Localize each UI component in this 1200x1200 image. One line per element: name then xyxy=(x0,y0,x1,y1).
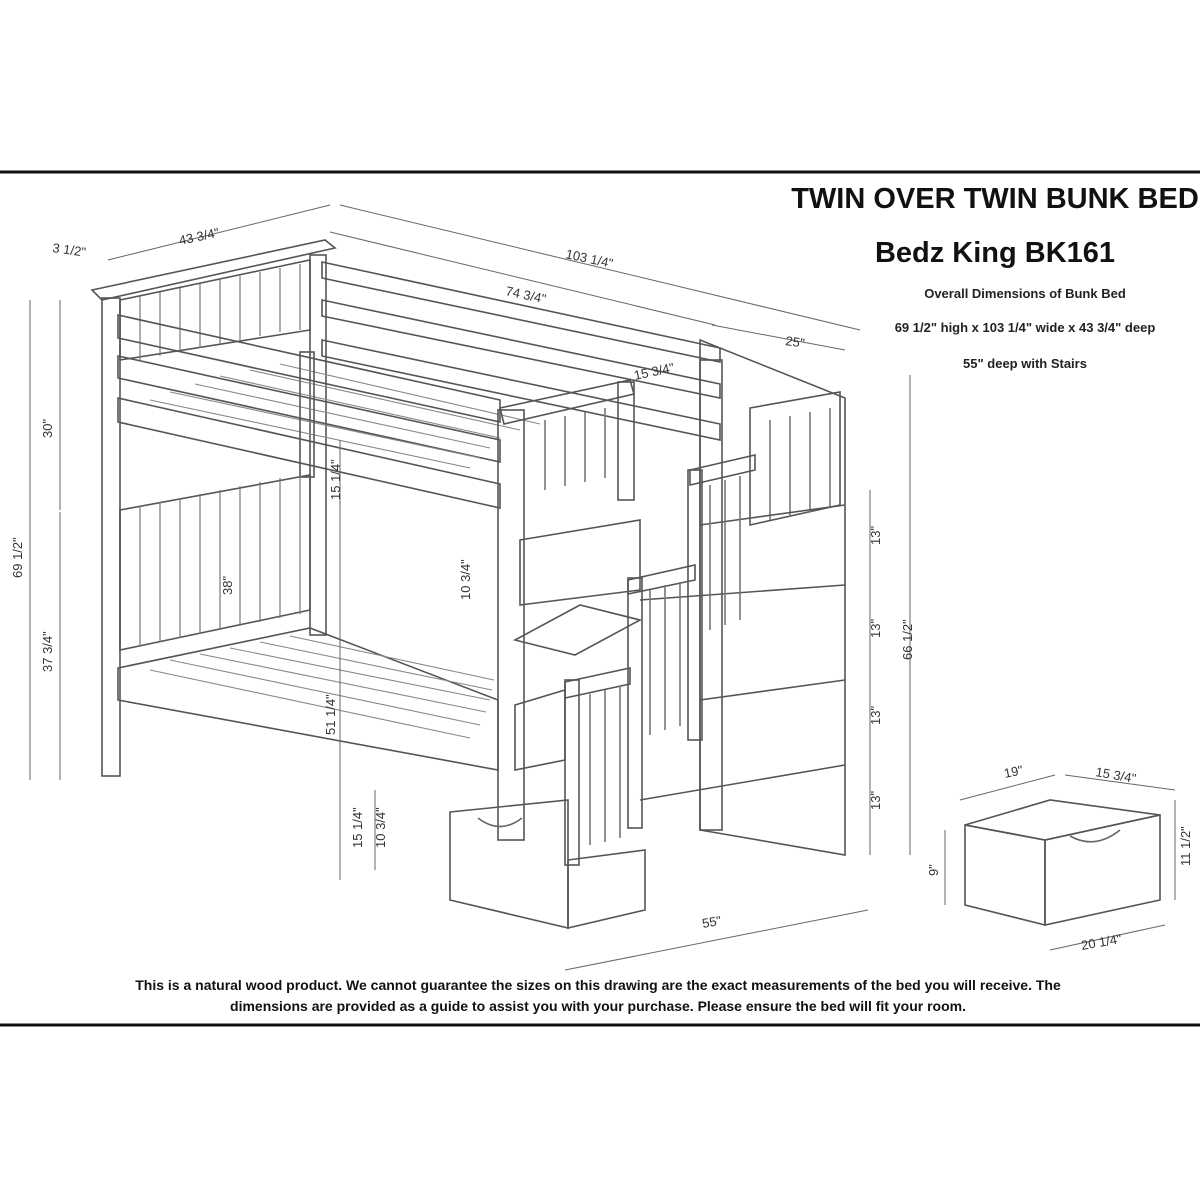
dim-upper-clear: 30" xyxy=(40,419,55,438)
bunk-bed-illustration xyxy=(90,239,846,930)
dim-rail-height-lower: 15 1/4" xyxy=(350,807,365,848)
dim-step-3: 13" xyxy=(868,706,883,725)
model-name: Bedz King BK161 xyxy=(875,237,1115,269)
drawer-detail-illustration xyxy=(944,774,1176,951)
stairs-depth-note: 55" deep with Stairs xyxy=(963,356,1087,371)
drawer-width-bottom: 20 1/4" xyxy=(1080,931,1123,953)
drawer-height-left: 9" xyxy=(926,864,941,876)
dim-lower-inner: 51 1/4" xyxy=(323,694,338,735)
dim-lower-clear: 37 3/4" xyxy=(40,631,55,672)
dim-post-width: 3 1/2" xyxy=(52,240,88,260)
drawer-height-right: 11 1/2" xyxy=(1178,826,1193,866)
drawer-width-top: 19" xyxy=(1003,762,1025,781)
dim-step-1: 13" xyxy=(868,526,883,545)
dim-step-4: 13" xyxy=(868,791,883,810)
dim-stair-height: 66 1/2" xyxy=(900,619,915,660)
dim-stair-depth: 25" xyxy=(785,333,806,351)
disclaimer-line-1: This is a natural wood product. We canno… xyxy=(135,977,1061,993)
drawing-title: TWIN OVER TWIN BUNK BED xyxy=(791,183,1199,215)
overall-dimensions-label: Overall Dimensions of Bunk Bed xyxy=(924,286,1126,301)
dim-step-2: 13" xyxy=(868,619,883,638)
dim-bunk-gap: 38" xyxy=(220,576,235,595)
dim-rail-side-lower: 10 3/4" xyxy=(373,807,388,848)
drawer-depth-top: 15 3/4" xyxy=(1094,764,1137,786)
dim-overall-depth-stairs: 55" xyxy=(701,913,723,931)
dim-rail-side-upper: 10 3/4" xyxy=(458,559,473,600)
dim-total-height: 69 1/2" xyxy=(10,537,25,578)
overall-dimensions-value: 69 1/2" high x 103 1/4" wide x 43 3/4" d… xyxy=(895,320,1156,335)
disclaimer-line-2: dimensions are provided as a guide to as… xyxy=(230,998,966,1014)
dim-rail-height-upper: 15 1/4" xyxy=(328,459,343,500)
dimension-lines xyxy=(29,204,911,971)
